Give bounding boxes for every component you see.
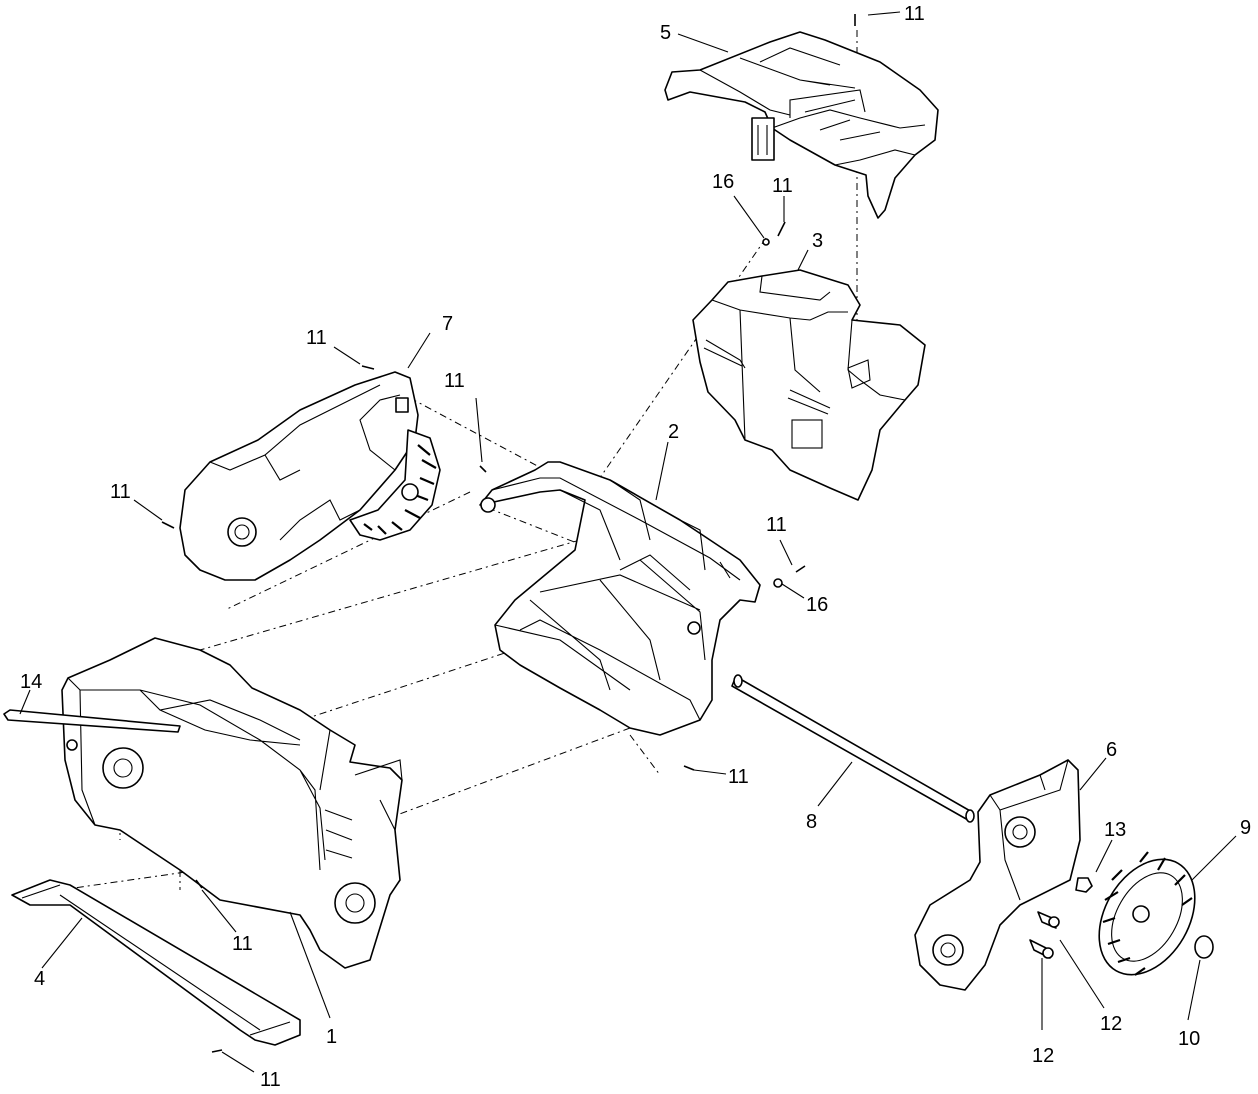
part-6-right-side-plate [914, 759, 1081, 991]
part-3-battery-box [692, 269, 926, 501]
callout-11: 11 [904, 3, 925, 25]
callout-11: 11 [772, 175, 793, 197]
part-1-housing [61, 637, 403, 969]
callout-10: 10 [1178, 1028, 1200, 1050]
callout-8: 8 [806, 811, 817, 833]
callout-5: 5 [660, 22, 671, 44]
callout-16: 16 [712, 171, 734, 193]
callout-2: 2 [668, 421, 679, 443]
part-12-13-fasteners [1029, 877, 1093, 959]
callout-11: 11 [232, 933, 253, 955]
part-9-wheel [1098, 851, 1196, 976]
callout-13: 13 [1104, 819, 1126, 841]
part-10-hub-cap [1194, 935, 1214, 959]
callout-14: 14 [20, 671, 42, 693]
callout-6: 6 [1106, 739, 1117, 761]
callout-labels: 11 5 16 11 3 11 7 11 2 11 11 16 14 11 6 … [20, 3, 1251, 1091]
callout-9: 9 [1240, 817, 1251, 839]
callout-leader-lines [19, 11, 1237, 1073]
callout-12: 12 [1100, 1013, 1122, 1035]
screws-and-washers [161, 14, 856, 1053]
callout-12: 12 [1032, 1045, 1054, 1067]
callout-11: 11 [110, 481, 131, 503]
part-5-upper-console [664, 31, 939, 219]
callout-11: 11 [728, 766, 749, 788]
part-2-frame [479, 461, 761, 736]
callout-1: 1 [326, 1026, 337, 1048]
callout-11: 11 [766, 514, 787, 536]
callout-11: 11 [306, 327, 327, 349]
part-7-left-side-panel [179, 371, 441, 581]
callout-4: 4 [34, 968, 45, 990]
part-8-axle [731, 674, 975, 823]
callout-3: 3 [812, 230, 823, 252]
callout-16: 16 [806, 594, 828, 616]
callout-11: 11 [260, 1069, 281, 1091]
callout-7: 7 [442, 313, 453, 335]
callout-11: 11 [444, 370, 465, 392]
part-14-shaft [3, 709, 181, 751]
part-4-scraper [11, 879, 301, 1046]
